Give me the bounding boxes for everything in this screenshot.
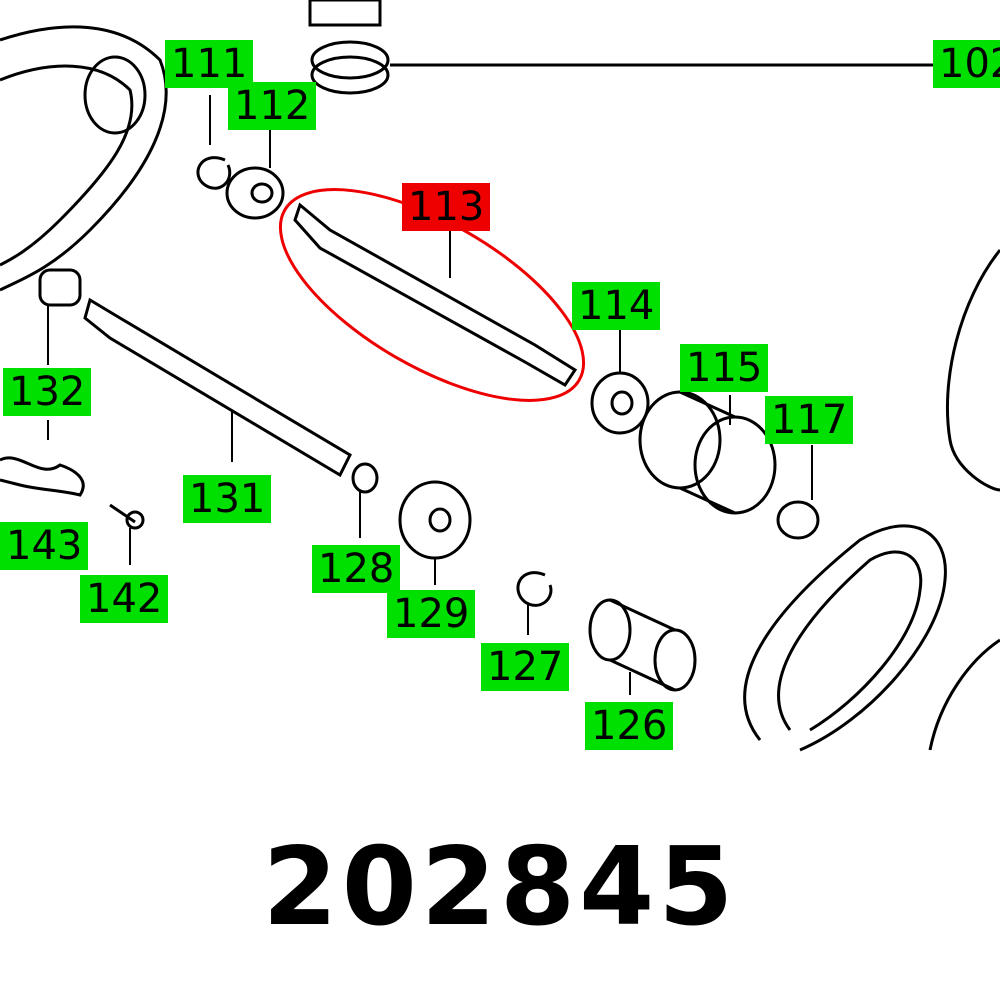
part-number: 202845 [262,825,738,950]
shaft-131 [83,297,352,478]
callout-142[interactable]: 142 [80,575,169,623]
callout-115[interactable]: 115 [680,344,769,392]
callout-126[interactable]: 126 [585,702,674,750]
callout-117[interactable]: 117 [765,396,854,444]
callout-128[interactable]: 128 [312,545,401,593]
callout-127[interactable]: 127 [481,643,570,691]
callout-114[interactable]: 114 [572,282,661,330]
callout-111[interactable]: 111 [165,40,254,88]
callout-113[interactable]: 113 [402,183,491,231]
highlight-ellipse [278,188,586,402]
callout-129[interactable]: 129 [387,590,476,638]
housing-left [0,25,168,292]
callout-102[interactable]: 102 [933,40,1000,88]
callout-131[interactable]: 131 [183,475,272,523]
drive-belt [743,524,947,752]
shaft-113 [293,202,578,388]
callout-112[interactable]: 112 [228,82,317,130]
callout-143[interactable]: 143 [0,522,89,570]
callout-132[interactable]: 132 [3,368,92,416]
